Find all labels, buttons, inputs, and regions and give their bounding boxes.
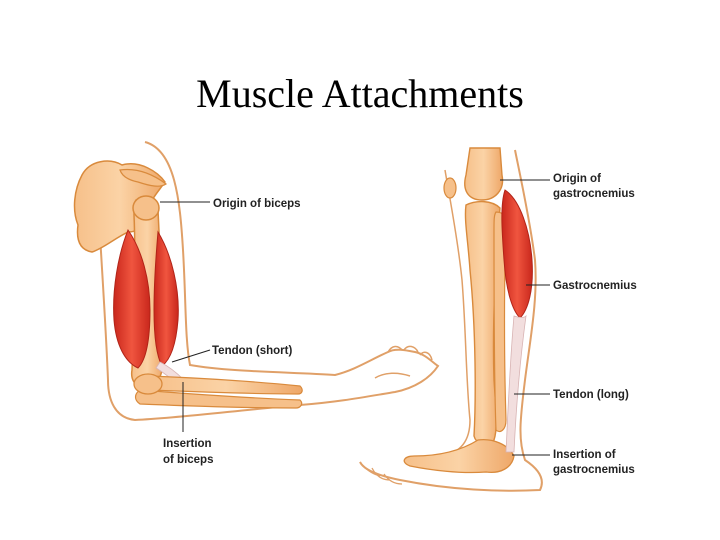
biceps-muscle bbox=[113, 228, 151, 369]
femur-bone bbox=[464, 147, 504, 201]
biceps-muscle-2 bbox=[153, 230, 179, 367]
insertion-biceps-label-line1: Insertion bbox=[163, 438, 212, 450]
tendon-short-label: Tendon (short) bbox=[212, 345, 292, 357]
humeral-head bbox=[132, 195, 160, 221]
achilles-tendon bbox=[505, 314, 527, 453]
gastrocnemius-muscle bbox=[501, 189, 533, 319]
leg-skin-outline bbox=[359, 149, 543, 492]
radius-bone bbox=[149, 375, 303, 395]
origin-gastroc-label-line2: gastrocnemius bbox=[553, 188, 635, 200]
insertion-biceps-label-line2: of biceps bbox=[163, 454, 213, 466]
origin-biceps-label: Origin of biceps bbox=[213, 198, 301, 210]
foot-bones bbox=[403, 438, 515, 474]
tendon-long-label: Tendon (long) bbox=[553, 389, 629, 401]
ulna-bone bbox=[134, 389, 303, 409]
tendon-short-leader bbox=[171, 349, 211, 363]
slide-title: Muscle Attachments bbox=[196, 71, 524, 116]
leg-skin-front bbox=[439, 169, 471, 459]
gastrocnemius-label: Gastrocnemius bbox=[553, 280, 637, 292]
clavicle-bone bbox=[119, 168, 168, 187]
insertion-gastroc-label-line1: Insertion of bbox=[553, 449, 616, 461]
toes-outline bbox=[359, 461, 403, 485]
hand-outline bbox=[374, 345, 433, 379]
origin-gastroc-label-line1: Origin of bbox=[553, 173, 601, 185]
patella-bone bbox=[443, 177, 457, 199]
arm-skin-outline bbox=[99, 141, 440, 422]
leg-illustration bbox=[359, 147, 543, 492]
elbow-joint bbox=[133, 373, 163, 395]
insertion-gastroc-label-line2: gastrocnemius bbox=[553, 464, 635, 476]
arm-illustration bbox=[73, 141, 440, 422]
